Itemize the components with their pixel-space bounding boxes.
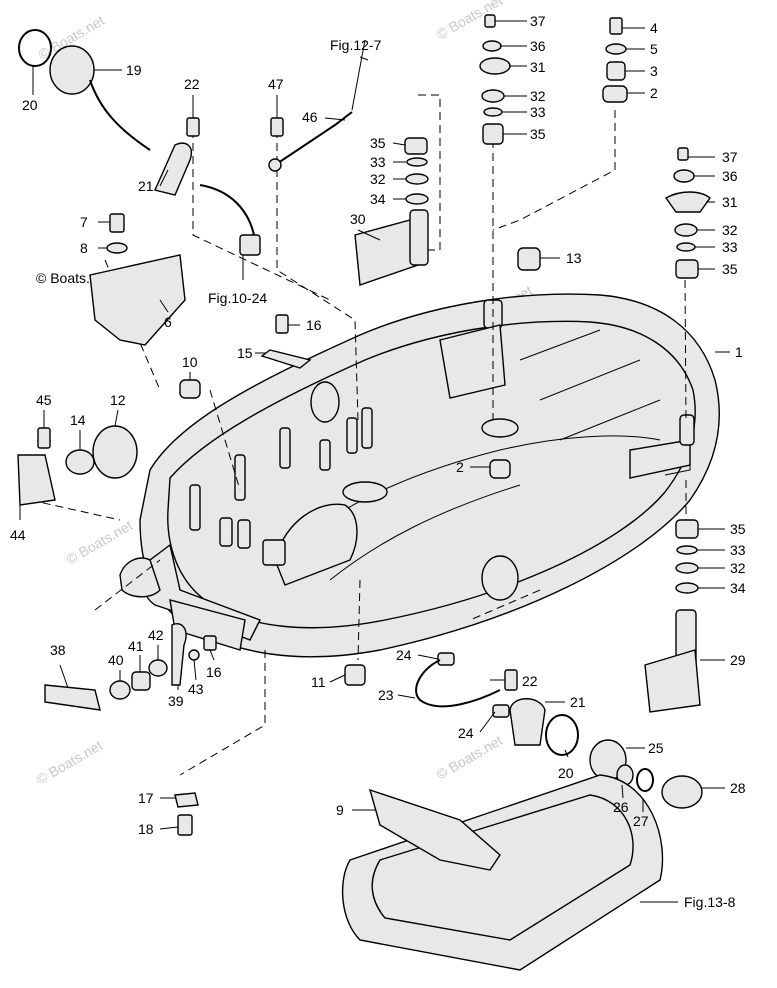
callout-16-low: 16 bbox=[206, 664, 222, 680]
callout-4: 4 bbox=[650, 20, 658, 36]
callout-38: 38 bbox=[50, 642, 66, 658]
callout-22-low: 22 bbox=[522, 673, 538, 689]
watermark-6: © Boats.net bbox=[64, 517, 136, 568]
watermark-4: © Boats.net bbox=[34, 737, 106, 788]
callout-47: 47 bbox=[268, 76, 284, 92]
callout-43: 43 bbox=[188, 681, 204, 697]
callout-37-top: 37 bbox=[530, 13, 546, 29]
callout-19: 19 bbox=[126, 62, 142, 78]
callout-21-low: 21 bbox=[570, 694, 586, 710]
callout-24-lower: 24 bbox=[458, 725, 474, 741]
callout-30: 30 bbox=[350, 211, 366, 227]
callout-35-left: 35 bbox=[370, 135, 386, 151]
callout-20-top: 20 bbox=[22, 97, 38, 113]
callout-18: 18 bbox=[138, 821, 154, 837]
callout-32-lower: 32 bbox=[730, 560, 746, 576]
callout-14: 14 bbox=[70, 412, 86, 428]
callout-41: 41 bbox=[128, 638, 144, 654]
callout-40: 40 bbox=[108, 652, 124, 668]
small-parts bbox=[17, 14, 711, 971]
callout-24-upper: 24 bbox=[396, 647, 412, 663]
ref-fig-10-24: Fig.10-24 bbox=[208, 290, 267, 306]
callout-15: 15 bbox=[237, 345, 253, 361]
callout-13: 13 bbox=[566, 250, 582, 266]
callout-44: 44 bbox=[10, 527, 26, 543]
callout-3: 3 bbox=[650, 63, 658, 79]
callout-35-lower: 35 bbox=[730, 521, 746, 537]
callout-6: 6 bbox=[164, 314, 172, 330]
callout-2-top: 2 bbox=[650, 85, 658, 101]
callout-11: 11 bbox=[311, 674, 326, 690]
callout-2-mid: 2 bbox=[456, 459, 464, 475]
callout-33-right: 33 bbox=[722, 239, 738, 255]
callout-1: 1 bbox=[735, 344, 743, 360]
callout-32-top: 32 bbox=[530, 88, 546, 104]
callout-32-left: 32 bbox=[370, 171, 386, 187]
callout-5: 5 bbox=[650, 41, 658, 57]
callout-36-right: 36 bbox=[722, 168, 738, 184]
ref-fig-13-8: Fig.13-8 bbox=[684, 894, 736, 910]
callout-31-top: 31 bbox=[530, 59, 546, 75]
bottom-cowl bbox=[119, 293, 720, 658]
callout-25: 25 bbox=[648, 740, 664, 756]
callout-8: 8 bbox=[80, 240, 88, 256]
callout-12: 12 bbox=[110, 392, 126, 408]
callout-31-right: 31 bbox=[722, 194, 738, 210]
callout-36-top: 36 bbox=[530, 38, 546, 54]
callout-46: 46 bbox=[302, 109, 318, 125]
ref-fig-12-7: Fig.12-7 bbox=[330, 37, 382, 53]
callout-33-left: 33 bbox=[370, 154, 386, 170]
callout-34-left: 34 bbox=[370, 191, 386, 207]
callout-22-top: 22 bbox=[184, 76, 200, 92]
callout-45: 45 bbox=[36, 392, 52, 408]
leader-lines bbox=[19, 20, 730, 903]
callout-10: 10 bbox=[182, 354, 198, 370]
callout-23: 23 bbox=[378, 687, 394, 703]
callout-33-top: 33 bbox=[530, 104, 546, 120]
ref-fig-12-7-arrow bbox=[359, 56, 369, 61]
callout-33-lower: 33 bbox=[730, 542, 746, 558]
callout-32-right: 32 bbox=[722, 222, 738, 238]
callout-17: 17 bbox=[138, 790, 154, 806]
callout-9: 9 bbox=[336, 802, 344, 818]
callout-27: 27 bbox=[633, 813, 649, 829]
callout-29: 29 bbox=[730, 652, 746, 668]
figure-references: Fig.12-7 Fig.10-24 Fig.13-8 bbox=[208, 37, 736, 910]
callout-20-low: 20 bbox=[558, 765, 574, 781]
callout-21-top: 21 bbox=[138, 178, 154, 194]
callout-16-mid: 16 bbox=[306, 317, 322, 333]
callout-28: 28 bbox=[730, 780, 746, 796]
callout-7: 7 bbox=[80, 214, 88, 230]
callout-35-top: 35 bbox=[530, 126, 546, 142]
callout-labels: 37 36 31 32 33 35 4 5 3 2 19 20 22 47 46… bbox=[10, 13, 746, 837]
callout-35-right: 35 bbox=[722, 261, 738, 277]
callout-39: 39 bbox=[168, 693, 184, 709]
callout-37-right: 37 bbox=[722, 149, 738, 165]
callout-26: 26 bbox=[613, 799, 629, 815]
callout-42: 42 bbox=[148, 627, 164, 643]
callout-34-lower: 34 bbox=[730, 580, 746, 596]
